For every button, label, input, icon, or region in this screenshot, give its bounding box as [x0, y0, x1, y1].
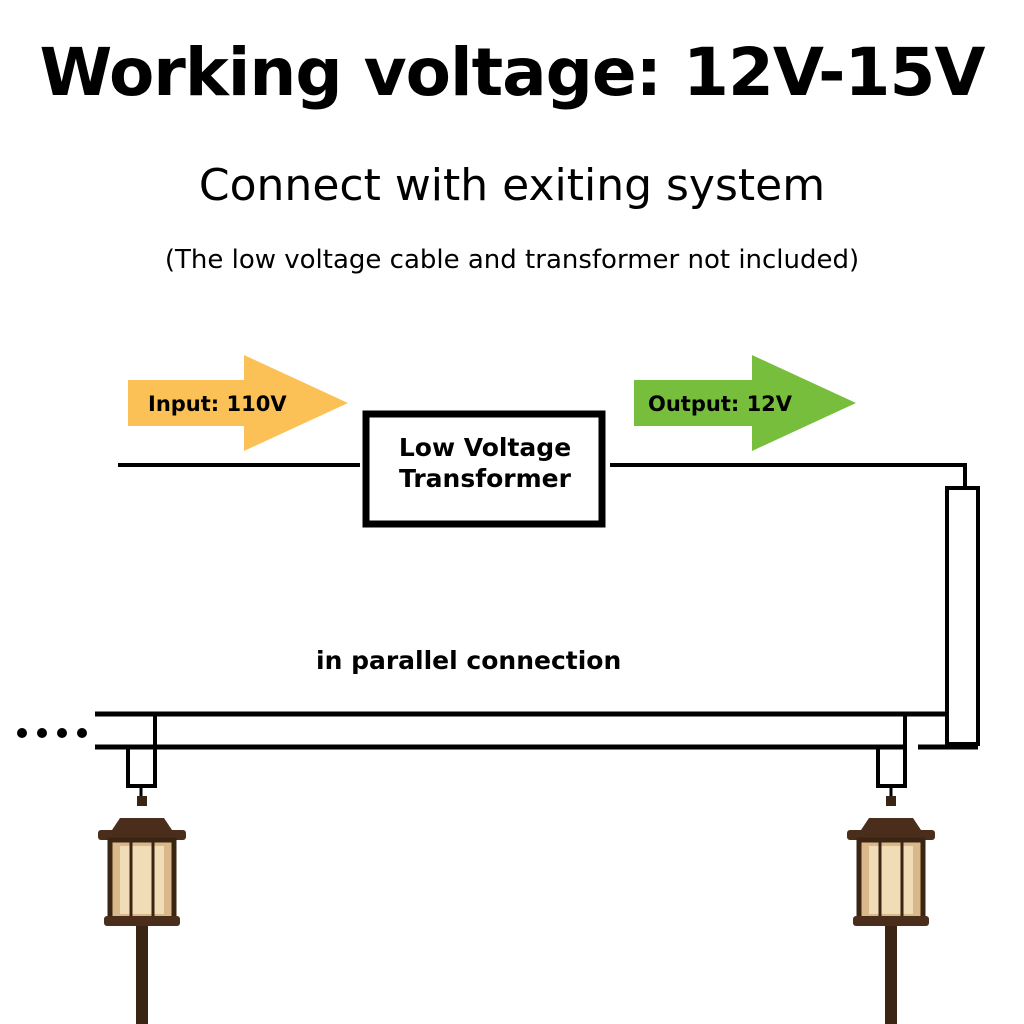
output-arrow	[634, 355, 856, 451]
parallel-connection-label: in parallel connection	[316, 646, 622, 675]
input-voltage-label: Input: 110V	[148, 392, 287, 416]
right-lamp-connector	[876, 714, 907, 788]
right-path-light	[847, 796, 935, 1024]
page-title: Working voltage: 12V-15V	[39, 34, 986, 111]
subtitle: Connect with exiting system	[198, 160, 826, 211]
transformer-box	[362, 410, 606, 528]
not-included-note: (The low voltage cable and transformer n…	[164, 245, 860, 275]
output-wire	[610, 463, 967, 488]
transformer-label-line1: Low Voltage	[398, 433, 572, 462]
input-arrow	[128, 355, 348, 451]
left-path-light	[98, 796, 186, 1024]
transformer-label-line2: Transformer	[399, 464, 571, 493]
vertical-cable	[945, 486, 980, 746]
continuation-dots	[17, 728, 87, 738]
left-lamp-connector	[126, 714, 157, 788]
transformer-label: Low Voltage Transformer	[366, 432, 604, 494]
output-voltage-label: Output: 12V	[648, 392, 793, 416]
